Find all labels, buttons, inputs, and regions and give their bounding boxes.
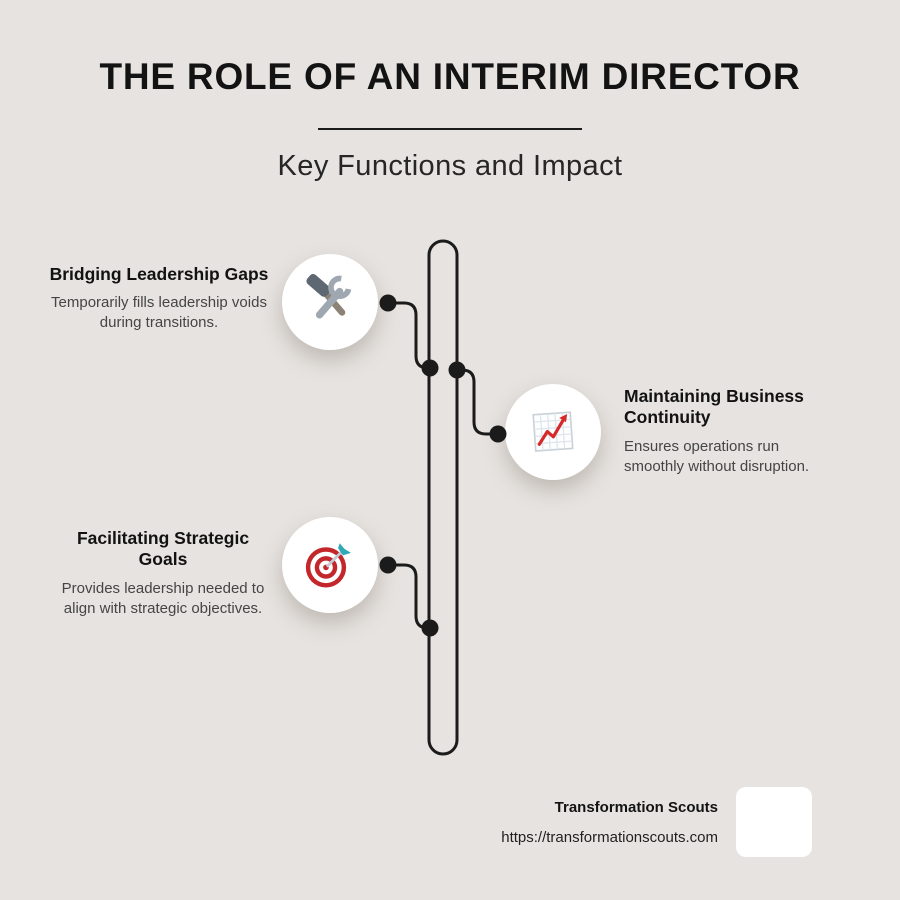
timeline-spine — [427, 239, 459, 756]
dot-item-1-spine — [421, 359, 439, 377]
item-3-description: Provides leadership needed to align with… — [61, 579, 265, 617]
item-2-title: Maintaining Business Continuity — [624, 386, 804, 428]
dot-item-1-node — [379, 294, 397, 312]
dot-item-2-spine — [448, 361, 466, 379]
title-divider — [318, 128, 582, 130]
item-2-description: Ensures operations run smoothly without … — [624, 437, 810, 475]
dot-item-3-spine — [421, 619, 439, 637]
brand-name: Transformation Scouts — [554, 798, 718, 816]
item-1-title: Bridging Leadership Gaps — [49, 264, 269, 284]
page-subtitle: Key Functions and Impact — [277, 150, 623, 182]
item-1-text: Bridging Leadership Gaps Temporarily fil… — [46, 264, 272, 334]
item-3-title: Facilitating Strategic Goals — [76, 528, 250, 570]
chart-increasing-icon — [532, 411, 574, 452]
page-title: THE ROLE OF AN INTERIM DIRECTOR — [99, 56, 801, 97]
item-1-icon-node — [282, 254, 378, 350]
item-2-text: Maintaining Business Continuity Ensures … — [624, 386, 836, 477]
brand-logo — [736, 787, 812, 857]
connector-item-2 — [457, 368, 498, 436]
footer-text: Transformation Scouts https://transforma… — [501, 799, 718, 846]
hammer-wrench-icon — [306, 274, 352, 319]
item-2-icon-node — [505, 384, 601, 480]
dot-item-2-node — [489, 425, 507, 443]
item-3-icon-node — [282, 517, 378, 613]
footer: Transformation Scouts https://transforma… — [501, 787, 812, 857]
brand-url: https://transformationscouts.com — [501, 828, 718, 846]
target-dart-icon — [305, 543, 351, 588]
item-3-text: Facilitating Strategic Goals Provides le… — [54, 528, 272, 619]
connector-item-3 — [388, 563, 430, 630]
dot-item-3-node — [379, 556, 397, 574]
connector-item-1 — [388, 301, 430, 370]
item-1-description: Temporarily fills leadership voids durin… — [51, 294, 267, 332]
